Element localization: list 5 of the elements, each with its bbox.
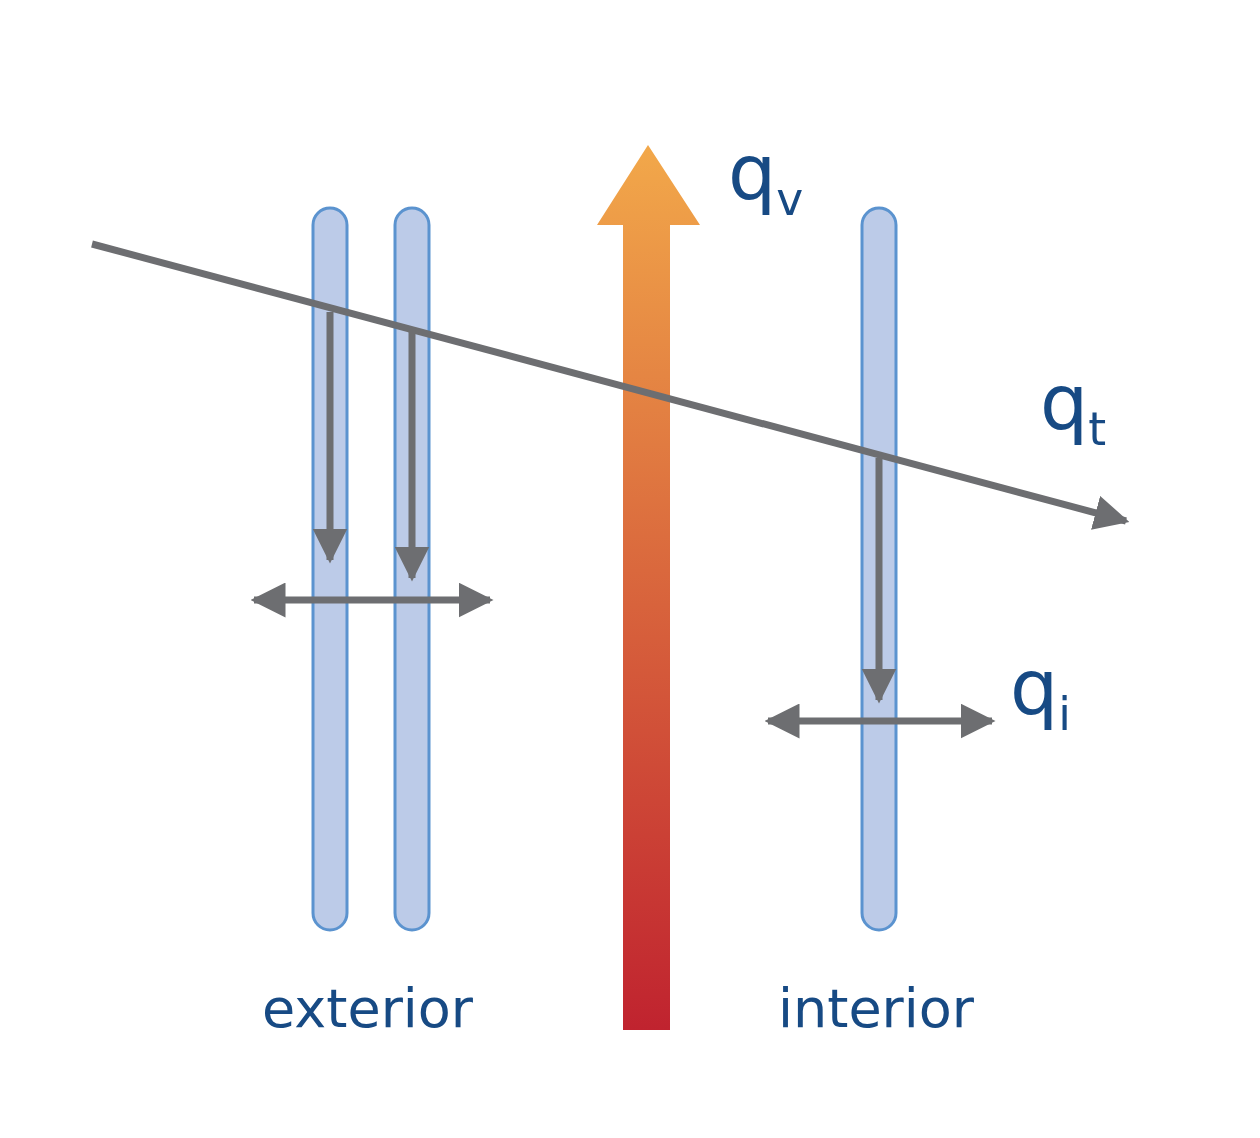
symbol-label: q$_{t}$ [1040, 365, 1107, 453]
symbol-label: q$_{i}$ [1010, 650, 1071, 738]
symbol-label: q$_{v}$ [728, 135, 804, 223]
caption-label: interior [778, 982, 975, 1036]
caption-label: exterior [262, 982, 474, 1036]
